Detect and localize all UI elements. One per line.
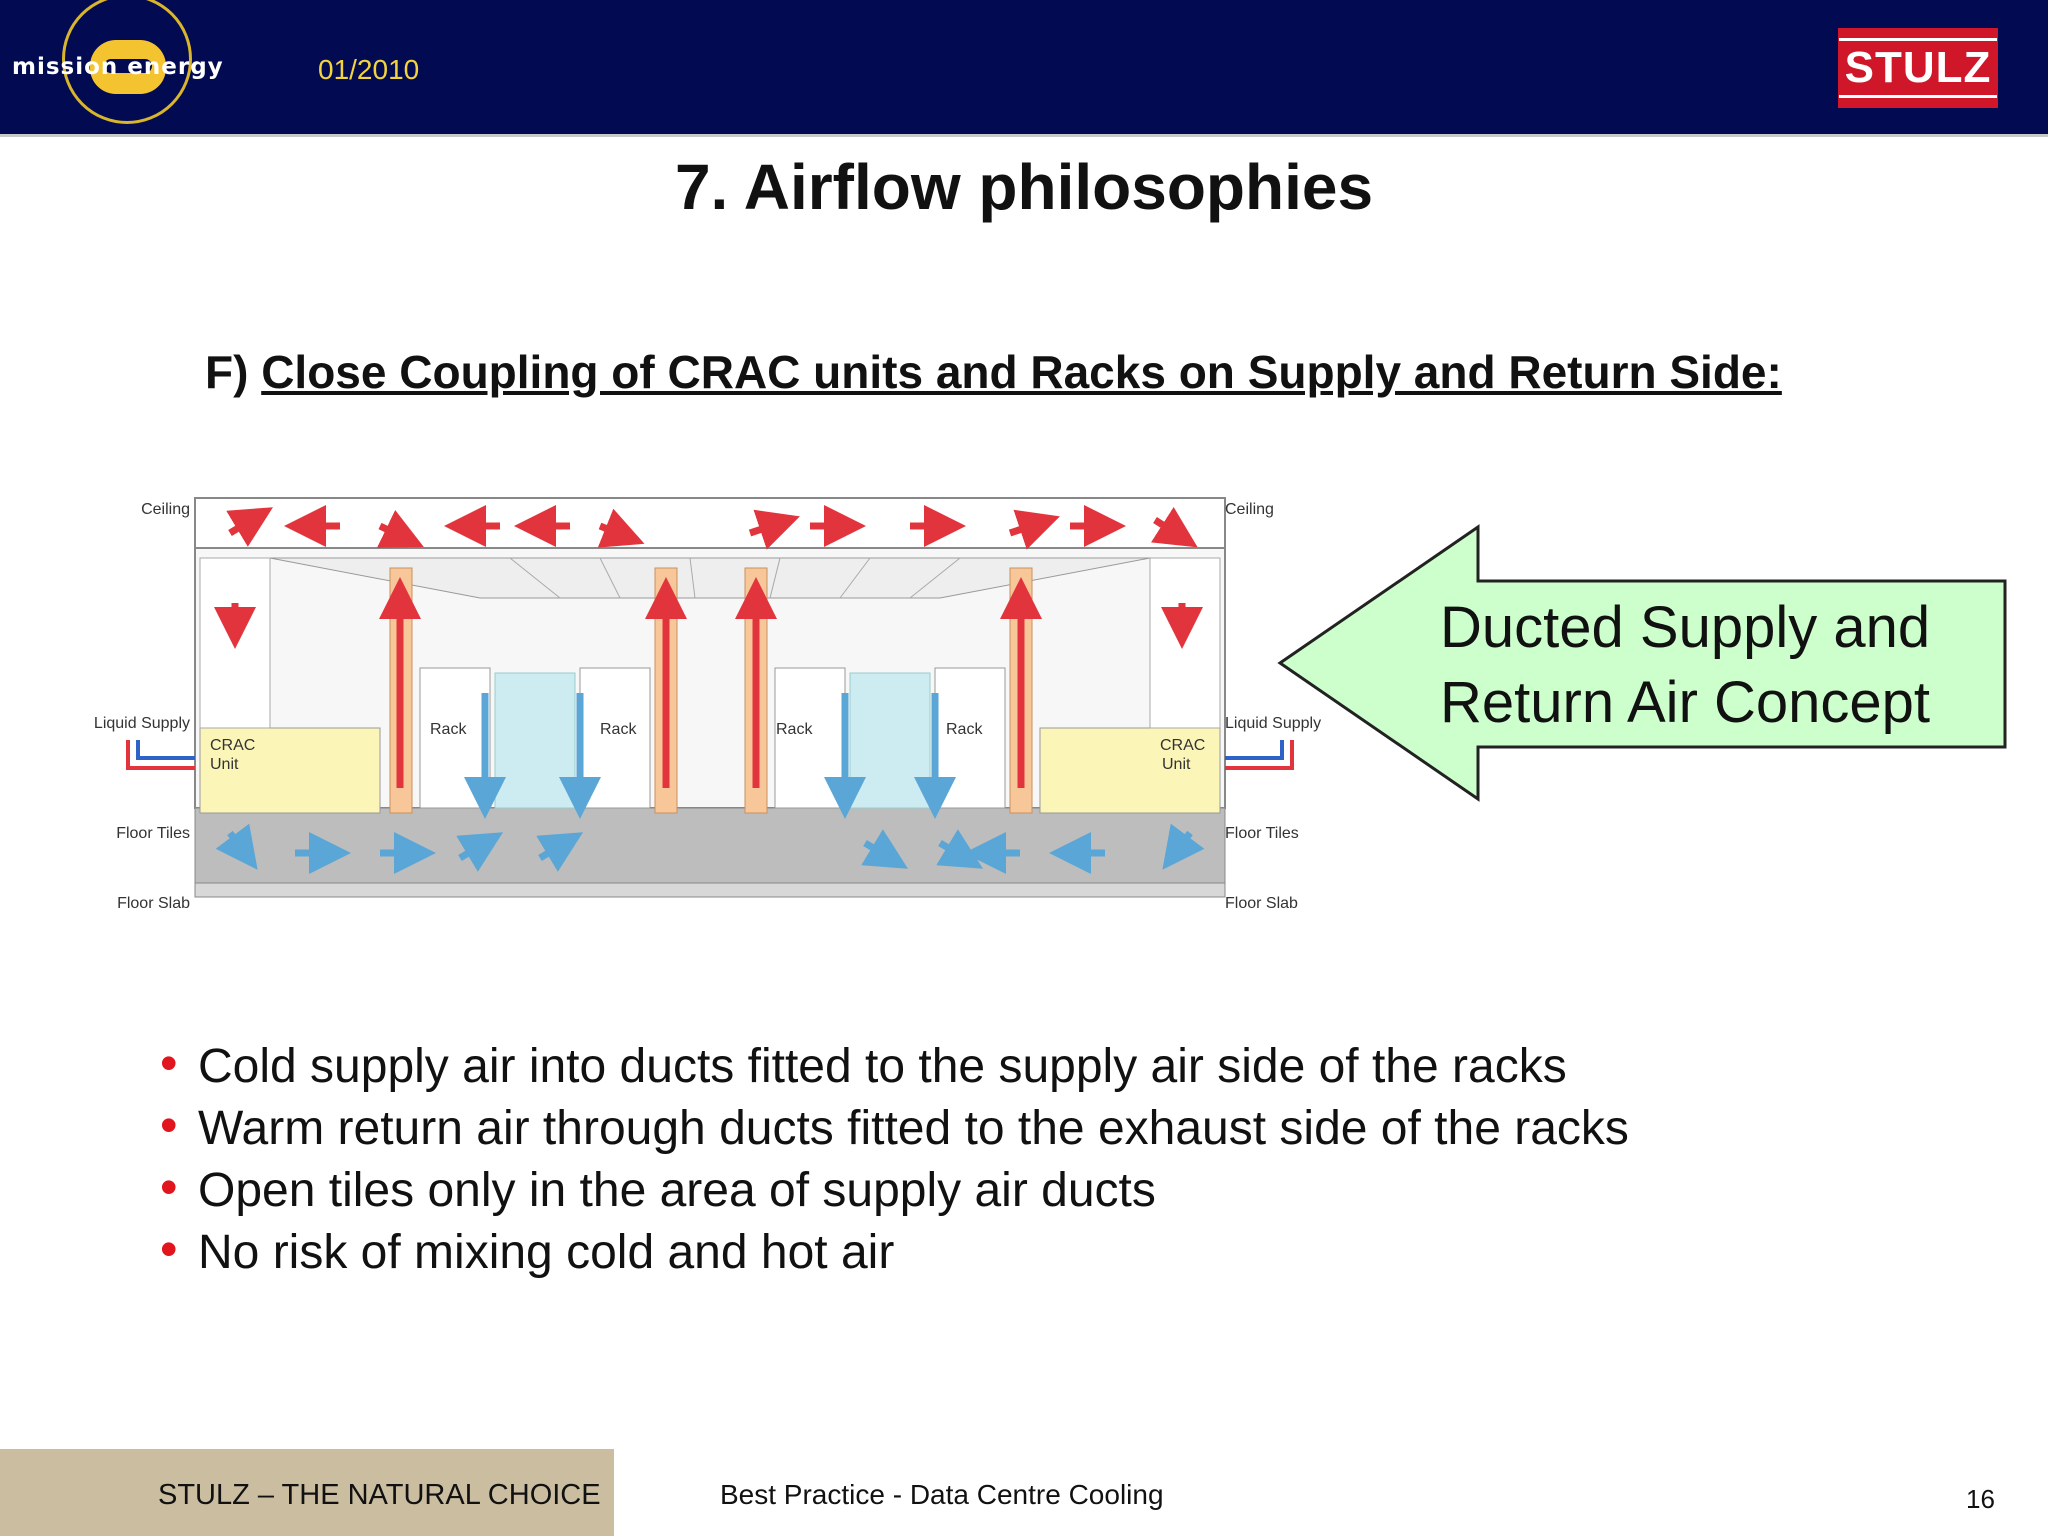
header-bar: mission energy 01/2010 STULZ [0, 0, 2048, 134]
bullet-item: No risk of mixing cold and hot air [160, 1218, 1629, 1284]
bullet-list: Cold supply air into ducts fitted to the… [160, 1032, 1629, 1284]
wall-left [199, 557, 271, 729]
liquid-supply-pipe-left [126, 740, 195, 770]
callout-arrow-shape [1277, 524, 2007, 802]
stulz-logo: STULZ [1838, 28, 1998, 108]
label-liquid-supply-left: Liquid Supply [94, 715, 190, 732]
ceiling-grid-lines [509, 557, 961, 599]
label-crac-left-2: Unit [210, 756, 239, 773]
airflow-diagram: Ceiling Liquid Supply Floor Tiles Floor … [94, 497, 1321, 912]
subtitle-text: Close Coupling of CRAC units and Racks o… [261, 346, 1782, 398]
slide-date: 01/2010 [318, 54, 420, 85]
header-divider [0, 134, 2048, 137]
label-rack-1: Rack [430, 721, 467, 738]
callout-text: Ducted Supply and Return Air Concept [1440, 590, 2000, 740]
label-floor-tiles-left: Floor Tiles [116, 825, 190, 842]
mission-energy-logo-icon [90, 40, 166, 94]
floor-slab [194, 882, 1226, 898]
label-crac-left-1: CRAC [210, 737, 255, 754]
rack-1 [419, 667, 491, 809]
label-crac-right-2: Unit [1162, 756, 1191, 773]
label-rack-4: Rack [946, 721, 983, 738]
rack-2 [579, 667, 651, 809]
footer-title: Best Practice - Data Centre Cooling [720, 1479, 1164, 1510]
cold-aisle-duct-1 [494, 672, 576, 809]
label-ceiling-left: Ceiling [141, 501, 190, 518]
footer-tagline: STULZ – THE NATURAL CHOICE [158, 1479, 601, 1511]
label-rack-3: Rack [776, 721, 813, 738]
stulz-logo-text: STULZ [1838, 38, 1998, 98]
label-rack-2: Rack [600, 721, 637, 738]
bullet-item: Cold supply air into ducts fitted to the… [160, 1032, 1629, 1098]
liquid-supply-pipe-right [1225, 740, 1294, 770]
bullet-item: Warm return air through ducts fitted to … [160, 1094, 1629, 1160]
mission-energy-logo-text: mission energy [12, 54, 224, 80]
rack-3 [774, 667, 846, 809]
mission-energy-logo-ring [62, 0, 192, 124]
raised-floor-plenum [194, 807, 1226, 884]
label-floor-tiles-right: Floor Tiles [1225, 825, 1299, 842]
slide-subtitle: F) Close Coupling of CRAC units and Rack… [205, 345, 1782, 399]
label-ceiling-right: Ceiling [1225, 501, 1274, 518]
cold-aisle-duct-2 [849, 672, 931, 809]
label-liquid-supply-right: Liquid Supply [1225, 715, 1321, 732]
cold-air-arrows [215, 693, 1205, 874]
callout-arrow [1277, 524, 2007, 802]
callout-line-1: Ducted Supply and [1440, 595, 1931, 660]
page-number: 16 [1966, 1484, 1995, 1514]
rack-4 [934, 667, 1006, 809]
hot-air-arrows [214, 505, 1203, 788]
slide-title: 7. Airflow philosophies [674, 151, 1374, 223]
label-floor-slab-right: Floor Slab [1225, 895, 1298, 912]
label-crac-right-1: CRAC [1160, 737, 1205, 754]
wall-right [1149, 557, 1221, 729]
footer-tagline-box: STULZ – THE NATURAL CHOICE [0, 1449, 614, 1536]
bullet-item: Open tiles only in the area of supply ai… [160, 1156, 1629, 1222]
crac-unit-left [199, 727, 381, 814]
subtitle-prefix: F) [205, 346, 262, 398]
callout-line-2: Return Air Concept [1440, 670, 1931, 735]
label-floor-slab-left: Floor Slab [117, 895, 190, 912]
